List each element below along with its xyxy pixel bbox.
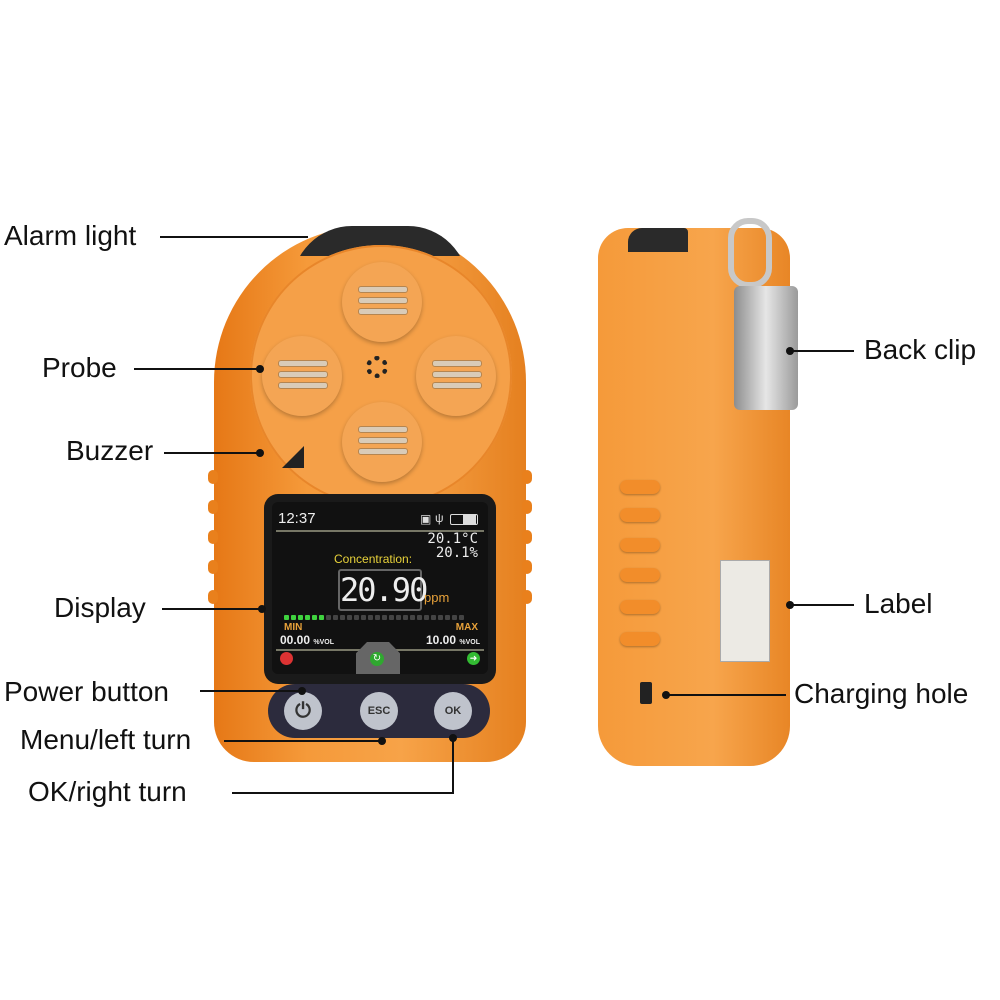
probe-vent [342,262,422,342]
label-ok-right-turn: OK/right turn [28,776,187,807]
product-label-sticker [720,560,770,662]
level-segment [291,615,296,620]
level-segment [438,615,443,620]
level-bar [284,615,464,620]
level-segment [312,615,317,620]
probe-vent [262,336,342,416]
label-label: Label [864,588,933,619]
level-segment [424,615,429,620]
humidity: 20.1% [435,545,478,561]
level-segment [333,615,338,620]
label-power-button: Power button [4,676,169,707]
temperature: 20.1°C [427,531,478,547]
ok-button[interactable]: OK [434,692,472,730]
label-back-clip: Back clip [864,334,977,365]
level-segment [452,615,457,620]
level-segment [431,615,436,620]
level-segment [305,615,310,620]
refresh-icon: ↻ [370,652,384,666]
min-value: 00.00 %VOL [280,633,334,647]
label-display: Display [54,592,146,623]
concentration-label: Concentration: [334,552,413,566]
level-segment [389,615,394,620]
max-value: 10.00 %VOL [426,633,480,647]
level-segment [382,615,387,620]
level-segment [445,615,450,620]
save-icon: ▣ [420,512,432,526]
level-segment [326,615,331,620]
level-segment [354,615,359,620]
label-alarm-light: Alarm light [4,220,137,251]
label-buzzer: Buzzer [66,435,154,466]
min-label: MIN [284,622,303,633]
battery-icon [450,514,478,525]
unit: ppm [424,590,450,605]
alarm-light-side [628,228,688,252]
usb-icon: ψ [435,511,444,525]
concentration-value: 20.90 [338,569,428,611]
clip-ring [728,218,772,288]
esc-button[interactable]: ESC [360,692,398,730]
probe-vent [342,402,422,482]
power-icon: ⏻ [295,699,311,722]
level-segment [284,615,289,620]
power-softkey-icon [280,652,293,665]
clock: 12:37 [278,510,316,527]
probe-vent [416,336,496,416]
gear-sensor-icon [366,356,388,378]
level-segment [298,615,303,620]
label-menu-left-turn: Menu/left turn [20,724,192,755]
display-screen: 12:37 ▣ ψ 20.1°C 20.1% Concentration: 20… [272,502,488,674]
arrow-right-icon: ➜ [467,652,480,665]
level-segment [375,615,380,620]
button-panel: ⏻ ESC OK [268,684,490,738]
power-button[interactable]: ⏻ [284,692,322,730]
level-segment [396,615,401,620]
max-label: MAX [455,622,478,633]
level-segment [410,615,415,620]
label-probe: Probe [42,352,117,383]
level-segment [347,615,352,620]
level-segment [459,615,464,620]
charging-port[interactable] [640,682,652,704]
level-segment [368,615,373,620]
level-segment [417,615,422,620]
level-segment [403,615,408,620]
label-charging-hole: Charging hole [794,678,969,709]
buzzer-icon [282,446,304,468]
level-segment [340,615,345,620]
level-segment [361,615,366,620]
level-segment [319,615,324,620]
